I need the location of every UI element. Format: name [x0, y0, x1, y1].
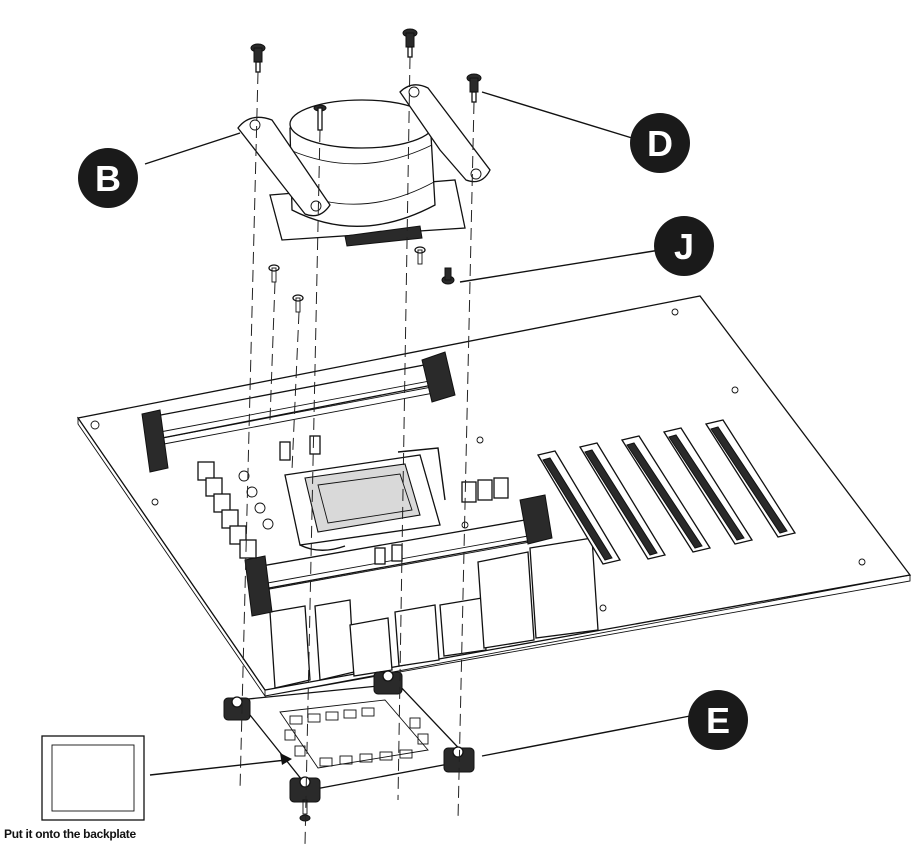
badge-j-label: J — [674, 226, 694, 267]
screw-small-2 — [292, 294, 304, 313]
screw-small-3 — [414, 246, 426, 265]
vrm-components — [197, 435, 509, 565]
badge-e: E — [688, 690, 748, 750]
badge-b-label: B — [95, 158, 121, 199]
pump-head — [269, 99, 466, 247]
badge-b: B — [78, 148, 138, 208]
screw-bottom — [299, 799, 311, 822]
screw-top-left — [250, 43, 266, 73]
screw-top-right — [466, 73, 482, 103]
expansion-slots — [536, 419, 797, 565]
thermal-pad-callout — [41, 735, 292, 821]
cpu-socket — [284, 447, 446, 551]
screw-small-1 — [268, 264, 280, 283]
badge-d: D — [630, 113, 690, 173]
screw-top-middle — [402, 28, 418, 58]
alignment-lines — [239, 56, 475, 846]
badge-j: J — [654, 216, 714, 276]
leader-lines — [144, 91, 691, 757]
badge-d-label: D — [647, 123, 673, 164]
mounting-brackets — [237, 84, 491, 217]
backplate-caption: Put it onto the backplate — [4, 827, 136, 841]
backplate — [223, 670, 475, 803]
screws — [250, 28, 482, 822]
screw-j — [441, 267, 455, 285]
badge-e-label: E — [706, 700, 730, 741]
rear-io-ports — [269, 537, 599, 689]
